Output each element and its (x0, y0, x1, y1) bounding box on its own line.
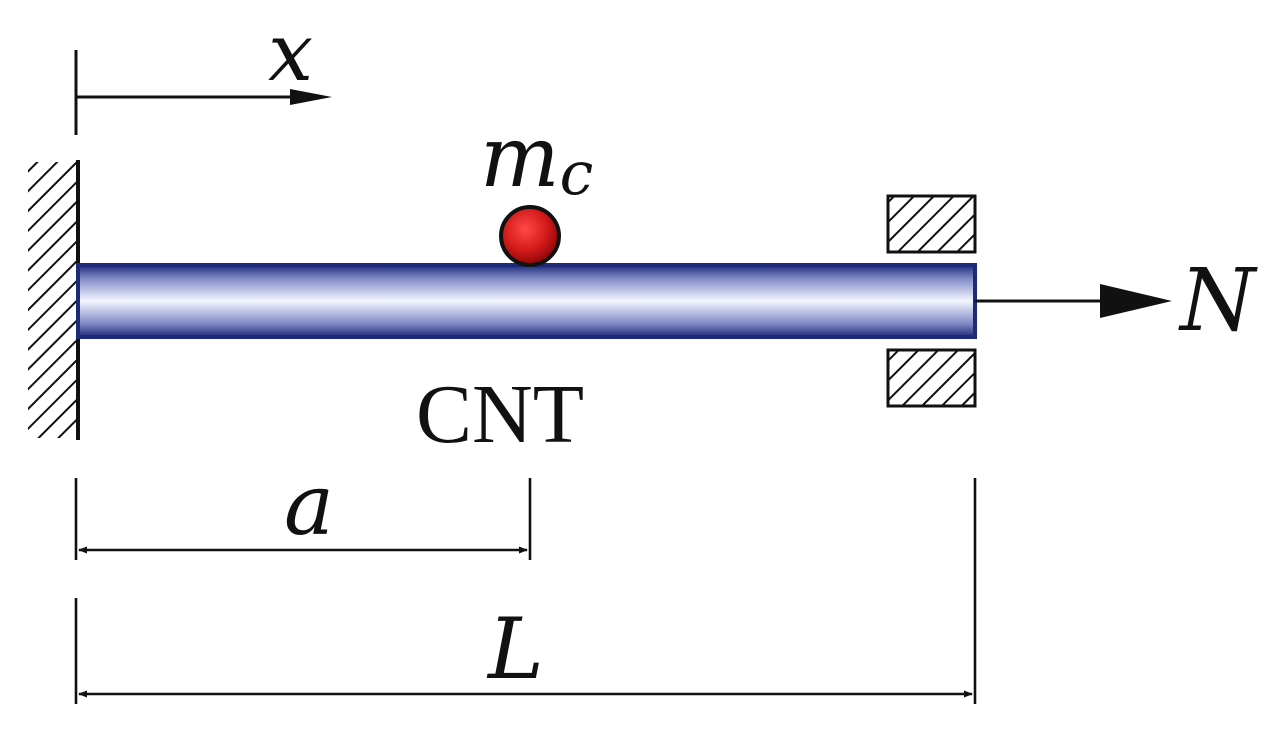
mass-symbol: m (480, 108, 560, 206)
cnt-beam (76, 263, 977, 339)
right-guide-top (886, 194, 977, 254)
x-axis-label: x (268, 6, 313, 99)
dim-L-label: L (486, 600, 544, 698)
force-arrowhead (1100, 284, 1172, 318)
mass-subscript: c (560, 139, 594, 209)
left-wall-hatch (28, 162, 76, 438)
mass-ball (499, 205, 561, 267)
x-axis-arrowhead (290, 89, 332, 105)
axial-force: N (975, 251, 1258, 351)
x-axis: x (74, 6, 332, 135)
dim-a-label: a (284, 456, 334, 554)
left-fixed-support (28, 160, 80, 440)
dimension-a: a (74, 456, 532, 560)
mass-label: mc (480, 108, 593, 209)
beam-label: CNT (416, 368, 584, 461)
right-guide-support (886, 194, 977, 408)
force-label: N (1178, 251, 1258, 351)
dimension-L: L (74, 478, 977, 704)
attached-mass: mc (480, 108, 593, 267)
right-guide-bottom (886, 348, 977, 408)
